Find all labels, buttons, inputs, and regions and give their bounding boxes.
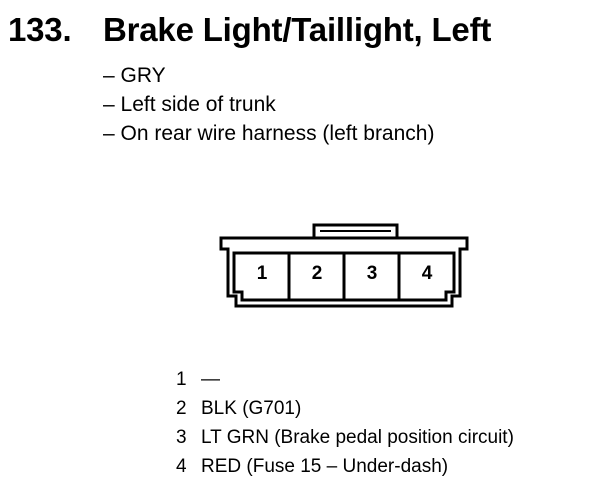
component-title: 133. Brake Light/Taillight, Left	[8, 10, 491, 50]
pinout-row: 4 RED (Fuse 15 – Under-dash)	[176, 452, 514, 481]
connector-details-list: – GRY – Left side of trunk – On rear wir…	[103, 61, 434, 148]
pin-number: 2	[176, 398, 187, 419]
cavity-label-4: 4	[422, 263, 433, 284]
component-number: 133.	[8, 11, 72, 48]
cavity-label-2: 2	[312, 263, 323, 284]
connector-location: – Left side of trunk	[103, 93, 276, 116]
connector-lock-tab	[312, 223, 399, 238]
pin-description: —	[201, 369, 220, 390]
component-name: Brake Light/Taillight, Left	[103, 11, 492, 48]
cavity-label-3: 3	[367, 263, 378, 284]
pin-description: RED (Fuse 15 – Under-dash)	[201, 456, 449, 477]
cavity-label-1: 1	[257, 263, 268, 284]
connector-harness: – On rear wire harness (left branch)	[103, 122, 435, 145]
pinout-row: 1—	[176, 365, 514, 394]
connector-cavity-frame	[232, 251, 456, 302]
connector-housing-outline	[219, 236, 469, 308]
pinout-row: 2 BLK (G701)	[176, 394, 514, 423]
connector-color: – GRY	[103, 64, 166, 87]
connector-diagram: 1 2 3 4	[219, 223, 469, 308]
pin-description: BLK (G701)	[201, 398, 302, 419]
pin-number: 3	[176, 427, 187, 448]
pin-number: 4	[176, 456, 187, 477]
pin-description: LT GRN (Brake pedal position circuit)	[201, 427, 514, 448]
pinout-row: 3 LT GRN (Brake pedal position circuit)	[176, 423, 514, 452]
pin-number: 1	[176, 369, 187, 390]
